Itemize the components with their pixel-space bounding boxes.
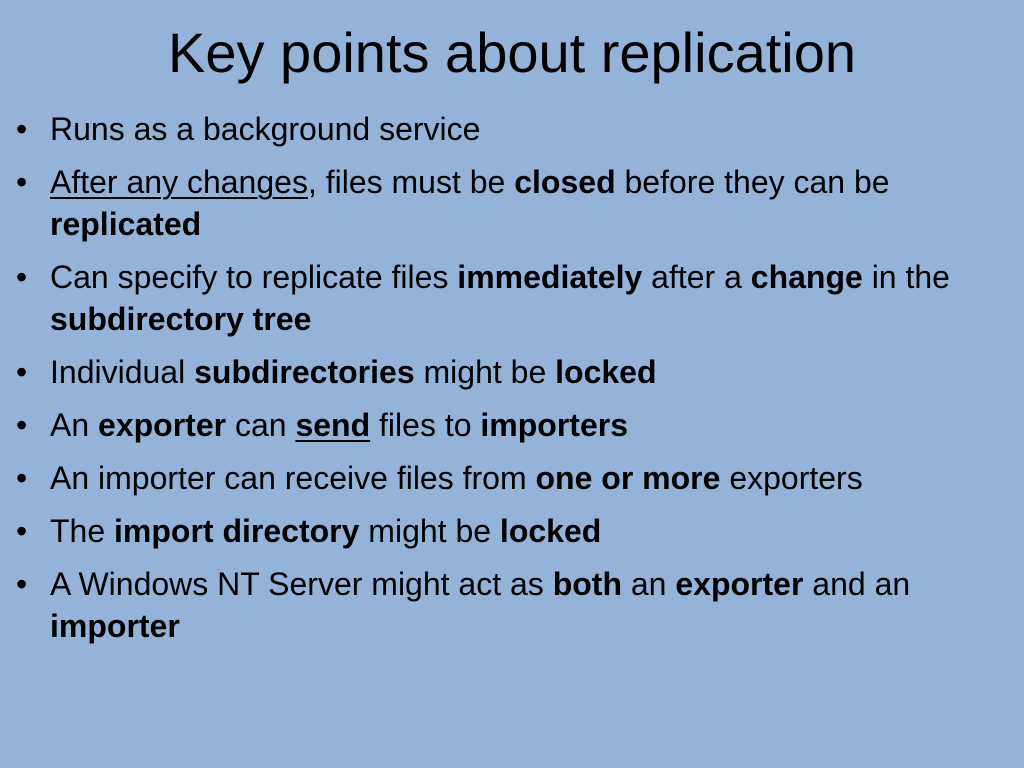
emphasis-text: importers [480,407,628,443]
bullet-item: An importer can receive files from one o… [14,457,1004,499]
bullet-text: before they can be [615,164,890,200]
emphasis-text: locked [555,354,657,390]
emphasis-text: import directory [114,513,360,549]
emphasis-text: exporter [98,407,227,443]
bullet-text: might be [359,513,500,549]
bullet-text: Can specify to replicate files [50,259,458,295]
emphasis-text: both [552,566,622,602]
bullet-item: The import directory might be locked [14,510,1004,552]
bullet-item: After any changes, files must be closed … [14,161,1004,245]
bullet-text: can [226,407,296,443]
emphasis-text: subdirectory tree [50,301,312,337]
emphasis-text: replicated [50,206,202,242]
bullet-text: Runs as a background service [50,111,481,147]
bullet-item: Runs as a background service [14,108,1004,150]
emphasis-text: send [295,407,371,443]
emphasis-text: locked [499,513,602,549]
bullet-text: and an [803,566,911,602]
bullet-item: An exporter can send files to importers [14,404,1004,446]
bullet-text: files to [370,407,481,443]
bullet-item: A Windows NT Server might act as both an… [14,563,1004,647]
bullet-text: after a [642,259,751,295]
emphasis-text: exporter [675,566,804,602]
bullet-text: Individual [50,354,195,390]
bullet-text: An [50,407,99,443]
slide-title: Key points about replication [168,21,856,84]
emphasis-text: subdirectories [194,354,415,390]
bullet-text: might be [414,354,556,390]
bullet-list: Runs as a background serviceAfter any ch… [14,108,1004,658]
bullet-text: An importer can receive files from [50,460,536,496]
emphasis-text: one or more [535,460,721,496]
emphasis-text: importer [50,608,180,644]
bullet-text: exporters [720,460,863,496]
emphasis-text: closed [514,164,616,200]
emphasis-text: change [750,259,863,295]
bullet-text: , files must be [307,164,515,200]
bullet-text: The [50,513,115,549]
emphasis-text: immediately [457,259,643,295]
bullet-text: in the [862,259,950,295]
bullet-text: an [621,566,676,602]
bullet-text: A Windows NT Server might act as [50,566,553,602]
bullet-item: Can specify to replicate files immediate… [14,256,1004,340]
underlined-text: After any changes [50,164,308,200]
bullet-item: Individual subdirectories might be locke… [14,351,1004,393]
